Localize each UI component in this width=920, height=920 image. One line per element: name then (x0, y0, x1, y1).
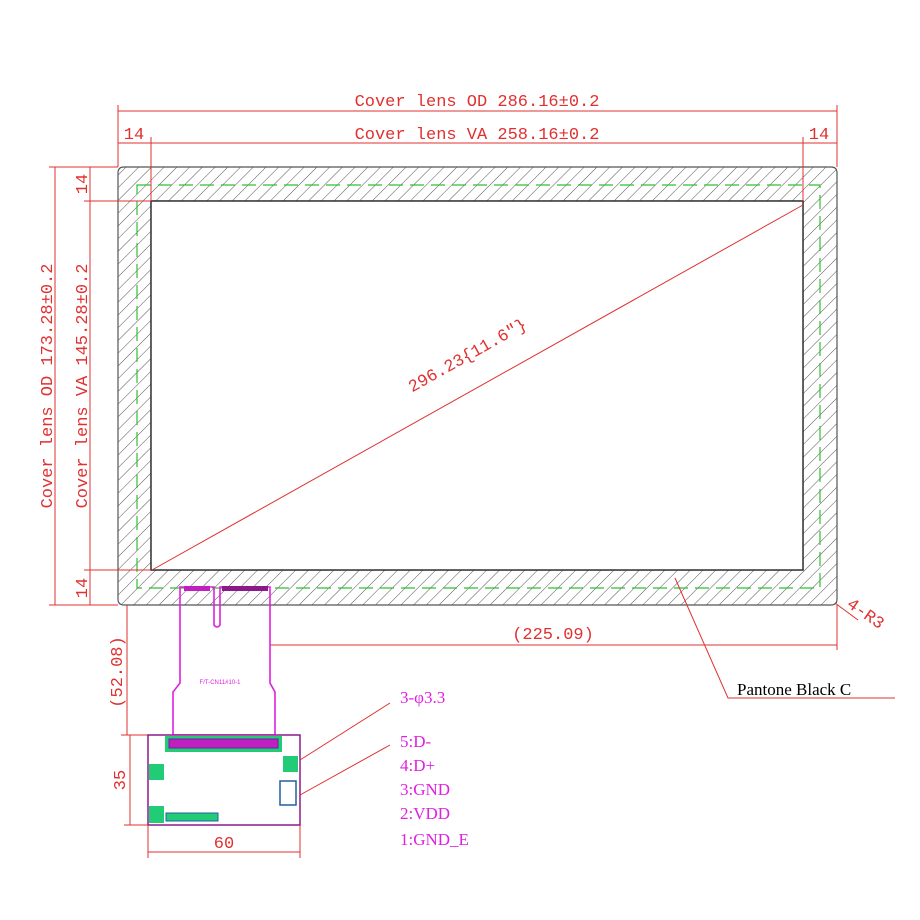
svg-text:F/T-CN11#10-1: F/T-CN11#10-1 (200, 680, 242, 686)
pin-3: 3:GND (400, 780, 450, 799)
border-right-label: 14 (809, 126, 829, 145)
holes-note: 3-φ3.3 (400, 688, 445, 707)
od-height-label: Cover lens OD 173.28±0.2 (39, 264, 58, 509)
corner-radius-label: 4-R3 (843, 595, 887, 634)
usb-board (147, 734, 301, 826)
diagonal-line (151, 204, 804, 571)
svg-text:(225.09): (225.09) (512, 626, 594, 645)
height-dimensions: Cover lens OD 173.28±0.2 Cover lens VA 1… (39, 166, 151, 606)
border-top-label: 14 (74, 174, 93, 194)
width-dimensions: Cover lens OD 286.16±0.2 Cover lens VA 2… (117, 93, 838, 201)
pin-5: 5:D- (400, 732, 432, 751)
color-note: Pantone Black C (737, 680, 851, 699)
pin-4: 4:D+ (400, 756, 435, 775)
border-bottom-label: 14 (74, 578, 93, 598)
active-area-outline (136, 184, 821, 589)
fpc-length-dimension: (52.08) (109, 605, 148, 736)
va-width-label: Cover lens VA 258.16±0.2 (355, 126, 600, 145)
pin-1: 1:GND_E (400, 830, 469, 849)
board-height-label: 35 (112, 770, 131, 790)
fpc-cable: F/T-CN11#10-1 (172, 586, 276, 736)
pin-2: 2:VDD (400, 804, 450, 823)
cover-lens (117, 166, 838, 606)
od-width-label: Cover lens OD 286.16±0.2 (355, 93, 600, 112)
fpc-offset-dimension: (225.09) (270, 605, 838, 650)
color-leader (674, 577, 895, 699)
va-height-label: Cover lens VA 145.28±0.2 (74, 264, 93, 509)
svg-text:(52.08): (52.08) (109, 636, 128, 707)
viewing-area (150, 200, 804, 571)
board-width-label: 60 (214, 835, 234, 854)
border-left-label: 14 (124, 126, 144, 145)
